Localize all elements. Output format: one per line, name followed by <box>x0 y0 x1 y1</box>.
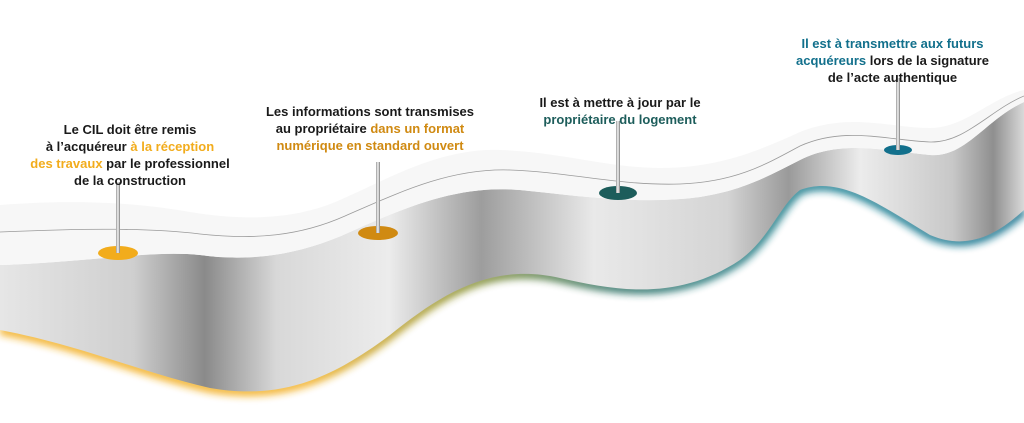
pin-pole <box>376 162 380 233</box>
step-3-highlight: propriétaire du logement <box>543 112 697 127</box>
step-4-text: Il est à transmettre aux futurs acquéreu… <box>796 36 989 85</box>
pin-2 <box>358 162 398 240</box>
ribbon-side <box>0 102 1024 392</box>
step-2-text: Les informations sont transmises au prop… <box>265 104 475 153</box>
step-2-highlight: dans un format numérique en standard ouv… <box>276 121 465 153</box>
step-1-text: Le CIL doit être remis à l’acquéreur à l… <box>30 122 230 188</box>
ribbon-top <box>0 90 1024 265</box>
step-1-highlight: à la réception des travaux <box>30 139 215 171</box>
step-4-highlight: Il est à transmettre aux futurs acquéreu… <box>796 36 984 68</box>
ribbon-centerline <box>0 95 1024 237</box>
pin-1 <box>98 182 138 260</box>
pin-4 <box>884 78 912 155</box>
pin-pole <box>616 121 620 193</box>
pin-3 <box>599 121 637 200</box>
step-3-text: Il est à mettre à jour par le propriétai… <box>539 95 701 127</box>
pin-pole <box>896 78 900 150</box>
pin-pole <box>116 182 120 253</box>
